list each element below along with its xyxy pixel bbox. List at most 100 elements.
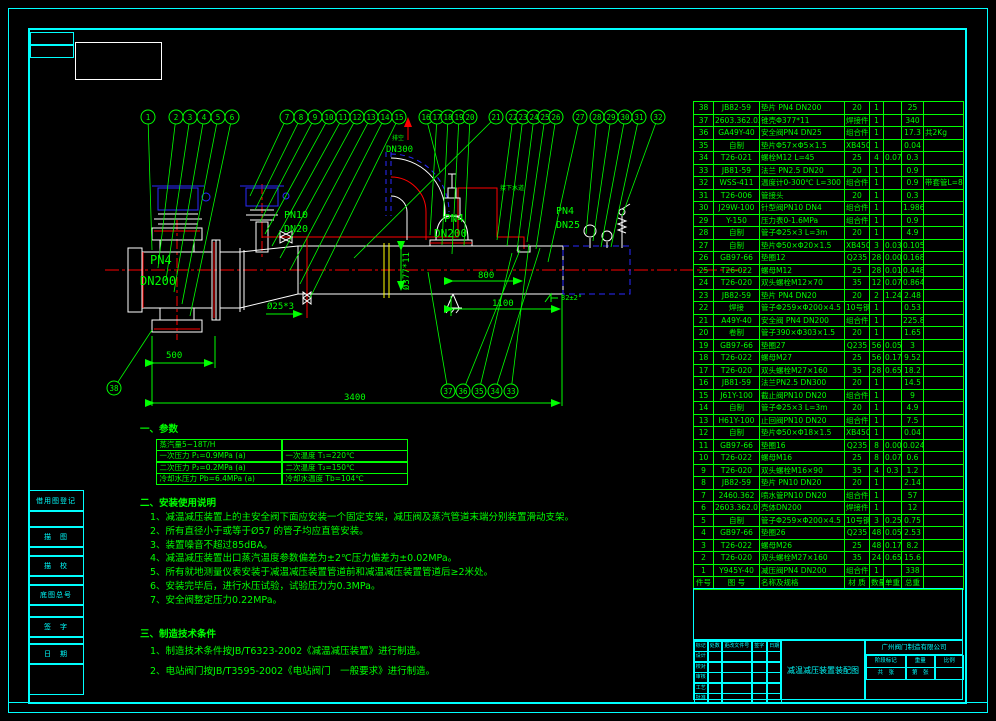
parts-cell: 垫圈26: [759, 526, 845, 540]
parts-cell: JB81-59: [713, 376, 760, 390]
parts-cell: Y945Y-40: [713, 563, 760, 577]
parts-cell: 0.3: [901, 188, 924, 202]
parts-cell: 34: [693, 151, 714, 165]
parts-cell: 垫片Φ50×Φ18×1.5: [759, 426, 845, 440]
parts-cell: T26-020: [713, 551, 760, 565]
parts-cell: 带套管L=80: [923, 176, 964, 190]
parts-cell: 8.2: [901, 538, 924, 552]
parts-cell: 2.53: [901, 526, 924, 540]
sign-cell: 校对: [693, 661, 708, 673]
parts-cell: [923, 213, 964, 227]
fixed-support: [444, 293, 462, 314]
margin-spacer: [28, 546, 84, 557]
parts-cell: 21: [693, 313, 714, 327]
callout-leader: [189, 116, 233, 317]
margin-spacer: [28, 575, 84, 586]
parts-cell: 自制: [713, 238, 760, 252]
callout-leader: [165, 116, 191, 281]
parts-cell: 12: [901, 501, 924, 515]
dashed-pipe-section: [562, 245, 631, 295]
parts-cell: 20: [844, 326, 870, 340]
parts-cell: 9: [901, 388, 924, 402]
parts-cell: 喷水管PN10 DN20: [759, 488, 845, 502]
parts-cell: 1: [869, 201, 884, 215]
parts-cell: 20: [844, 226, 870, 240]
parts-cell: 23: [693, 288, 714, 302]
callout-balloon: [572, 109, 588, 125]
parts-cell: [923, 551, 964, 565]
parts-cell: 止回阀PN10 DN20: [759, 413, 845, 427]
parts-cell: 2603.362.02: [713, 113, 760, 127]
sign-cell: [751, 661, 767, 673]
parts-cell: 20: [844, 101, 870, 115]
parts-cell: 管子Φ259×Φ200×4.5: [759, 301, 845, 315]
parts-cell: [883, 138, 902, 152]
parts-cell: 33: [693, 163, 714, 177]
parts-cell: 1: [869, 226, 884, 240]
label-left-valve-pn: PN4: [150, 253, 172, 267]
parts-cell: 10: [693, 451, 714, 465]
callout-balloon: [391, 109, 407, 125]
sign-cell: [751, 693, 767, 704]
parts-cell: 组合件: [844, 213, 870, 227]
parts-cell: 0.75: [901, 513, 924, 527]
callout-balloon: [487, 383, 503, 399]
param-cell: 二次温度 T₂=150℃: [281, 461, 408, 474]
parts-cell: 36: [693, 126, 714, 140]
callout-number: 33: [506, 387, 515, 396]
parts-cell: 28: [869, 263, 884, 277]
sign-cell: 设计: [693, 651, 708, 662]
dimension-lines: [145, 241, 563, 407]
parts-cell: 垫片Φ57×Φ5×1.5: [759, 138, 845, 152]
parts-cell: 安全阀 PN4 DN200: [759, 313, 845, 327]
callout-leader: [592, 116, 612, 242]
spray-valve-stack: [246, 209, 278, 253]
parts-cell: 0.25: [883, 513, 902, 527]
callout-leader: [425, 116, 441, 173]
parts-cell: 管接头: [759, 188, 845, 202]
sign-cell: 处数: [707, 640, 722, 652]
parts-cell: 17.3: [901, 126, 924, 140]
parts-cell: T26-022: [713, 451, 760, 465]
parts-cell: 25: [844, 451, 870, 465]
parts-cell: [923, 351, 964, 365]
note-item: 6、安装完毕后，进行水压试验，试验压力为0.3MPa。: [150, 580, 381, 592]
parts-cell: [883, 126, 902, 140]
parts-cell: 0.9: [901, 213, 924, 227]
callout-balloon: [631, 109, 647, 125]
parts-cell: [883, 501, 902, 515]
parts-cell: 35: [693, 138, 714, 152]
parts-cell: JB81-59: [713, 163, 760, 177]
parts-cell: 0.65: [883, 551, 902, 565]
parts-cell: 减压阀PN4 DN200: [759, 563, 845, 577]
parts-cell: [883, 113, 902, 127]
drain-pipe: [266, 237, 312, 318]
parts-cell: [883, 426, 902, 440]
parts-cell: JB82-59: [713, 476, 760, 490]
parts-cell: 1: [869, 376, 884, 390]
parts-cell: 0.105: [901, 238, 924, 252]
parts-cell: [883, 476, 902, 490]
param-cell: 一次温度 T₁=220℃: [281, 450, 408, 462]
callout-leader: [600, 116, 626, 248]
parts-cell: 0.072: [883, 276, 902, 290]
callout-balloon: [224, 109, 240, 125]
label-sv-small-dn: DN25: [556, 220, 580, 231]
parts-cell: 自制: [713, 138, 760, 152]
parts-cell: [883, 376, 902, 390]
blank-box: [75, 42, 162, 80]
note-item: 2、电站阀门按JB/T3595-2002《电站阀门 一般要求》进行制造。: [150, 665, 436, 677]
callout-number: 17: [432, 113, 441, 122]
sign-cell: [751, 682, 767, 694]
callout-leader: [353, 116, 497, 259]
parts-cell: 4: [693, 526, 714, 540]
